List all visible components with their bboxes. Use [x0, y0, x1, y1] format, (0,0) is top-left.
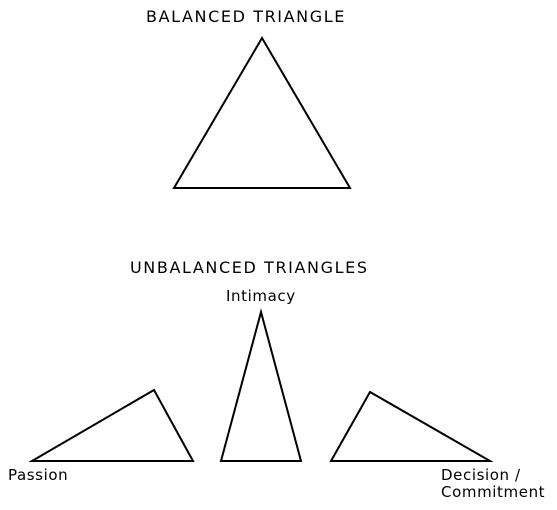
- commitment-label-line: Commitment: [441, 483, 546, 502]
- intimacy-label: Intimacy: [226, 287, 296, 305]
- commitment-dominant-triangle: [329, 390, 494, 462]
- decision-commitment-label: Decision / Commitment: [441, 466, 546, 502]
- unbalanced-triangles-title: UNBALANCED TRIANGLES: [130, 258, 369, 277]
- balanced-triangle-title: BALANCED TRIANGLE: [146, 7, 346, 26]
- passion-dominant-triangle: [28, 388, 195, 462]
- balanced-triangle: [172, 36, 352, 189]
- intimacy-dominant-triangle: [219, 308, 303, 462]
- passion-label: Passion: [8, 466, 69, 484]
- decision-label-line: Decision /: [441, 466, 521, 484]
